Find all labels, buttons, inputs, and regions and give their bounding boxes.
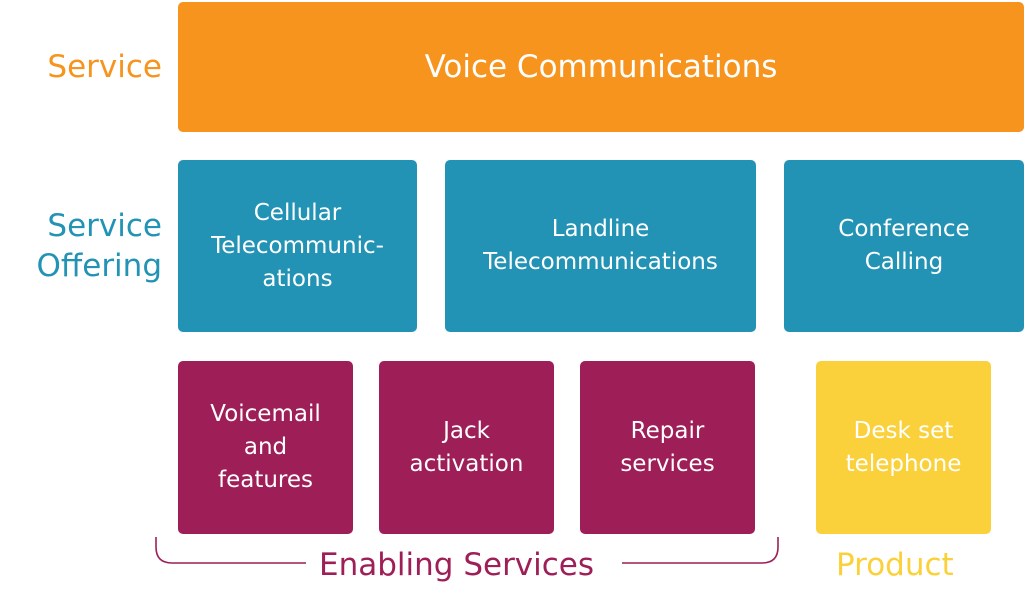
enabling-box-repair: Repair services	[580, 361, 755, 534]
enabling-box-jack-activation: Jack activation	[379, 361, 554, 534]
offering-box-label: Landline Telecommunications	[483, 216, 718, 275]
product-label: Product	[836, 547, 954, 583]
offering-box-conference: Conference Calling	[784, 160, 1024, 332]
enabling-services-bracket	[155, 537, 779, 564]
service-box: Voice Communications	[178, 2, 1024, 132]
bracket-right-arm	[622, 537, 779, 564]
service-box-label: Voice Communications	[424, 49, 778, 85]
enabling-box-voicemail: Voicemail and features	[178, 361, 353, 534]
enabling-box-label: Repair services	[620, 417, 715, 477]
product-box-label: Desk set telephone	[845, 417, 962, 477]
row-label-service: Service	[47, 49, 162, 85]
enabling-box-label: Jack activation	[409, 417, 524, 477]
enabling-services-label: Enabling Services	[319, 547, 595, 583]
offering-box-landline: Landline Telecommunications	[445, 160, 756, 332]
row-label-service-offering: Service Offering	[36, 208, 162, 284]
offering-box-label: Conference Calling	[838, 216, 970, 275]
offering-box-cellular: Cellular Telecommunic- ations	[178, 160, 417, 332]
enabling-box-label: Voicemail and features	[210, 401, 321, 493]
bracket-left-arm	[155, 537, 306, 564]
offering-box-label: Cellular Telecommunic- ations	[211, 199, 384, 292]
product-box-desk-set: Desk set telephone	[816, 361, 991, 534]
